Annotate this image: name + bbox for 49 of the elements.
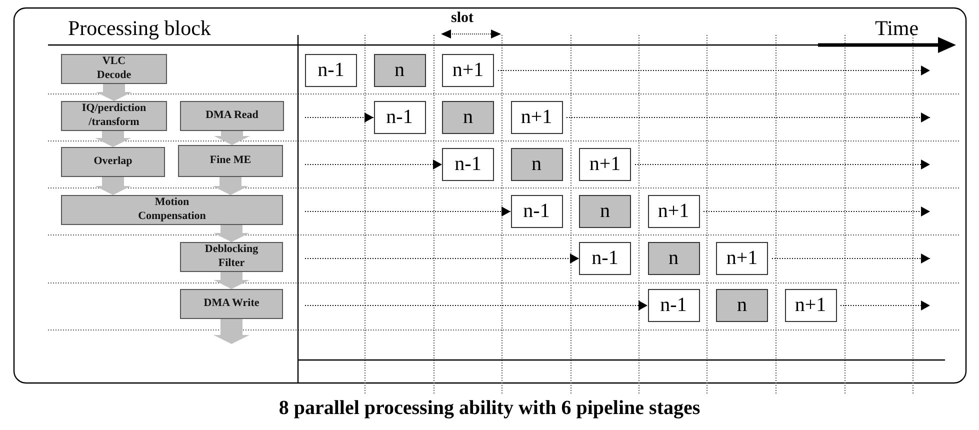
arrow xyxy=(498,66,930,76)
arrow xyxy=(304,112,374,122)
slot-box: n xyxy=(442,101,494,134)
process-box: Overlap xyxy=(61,147,165,177)
slot-box: n xyxy=(579,195,631,228)
block-arrow xyxy=(214,131,250,145)
slot-box: n-1 xyxy=(374,101,426,134)
slot-box: n xyxy=(648,242,700,275)
arrow xyxy=(304,160,442,170)
block-arrow xyxy=(214,272,250,289)
arrow xyxy=(304,300,648,310)
process-box: VLC Decode xyxy=(61,54,167,84)
slot-box: n+1 xyxy=(579,148,631,181)
block-arrow xyxy=(95,177,131,195)
section-heading: Processing block xyxy=(68,18,211,39)
arrow xyxy=(840,300,930,310)
process-box: Deblocking Filter xyxy=(180,242,283,272)
arrow xyxy=(703,206,930,216)
arrow xyxy=(566,112,930,122)
arrow xyxy=(304,254,580,264)
process-box: Fine ME xyxy=(178,145,283,177)
process-box: Motion Compensation xyxy=(61,195,283,225)
slot-box: n+1 xyxy=(784,289,836,322)
slot-box: n-1 xyxy=(648,289,700,322)
slot-label: slot xyxy=(451,11,474,26)
block-arrow xyxy=(95,131,131,147)
block-arrow xyxy=(214,319,250,344)
axis-label: Time xyxy=(875,18,919,39)
arrow xyxy=(304,206,511,216)
block-arrow xyxy=(96,84,132,101)
slot-box: n xyxy=(716,289,768,322)
process-box: IQ/perdiction /transform xyxy=(61,101,167,131)
process-box: DMA Read xyxy=(180,101,284,131)
arrow xyxy=(772,254,930,264)
arrow xyxy=(634,160,930,170)
slot-box: n-1 xyxy=(510,195,562,228)
slot-box: n xyxy=(374,54,426,87)
slot-box: n+1 xyxy=(716,242,768,275)
slot-box: n+1 xyxy=(648,195,700,228)
process-box: DMA Write xyxy=(180,289,283,319)
slot-box: n-1 xyxy=(305,54,357,87)
slot-box: n xyxy=(510,148,562,181)
block-arrow xyxy=(212,177,248,195)
block-arrow xyxy=(214,225,250,242)
slot-box: n-1 xyxy=(442,148,494,181)
slot-box: n+1 xyxy=(442,54,494,87)
slot-box: n-1 xyxy=(579,242,631,275)
slot-box: n+1 xyxy=(510,101,562,134)
caption: 8 parallel processing ability with 6 pipeline stages xyxy=(278,398,702,418)
